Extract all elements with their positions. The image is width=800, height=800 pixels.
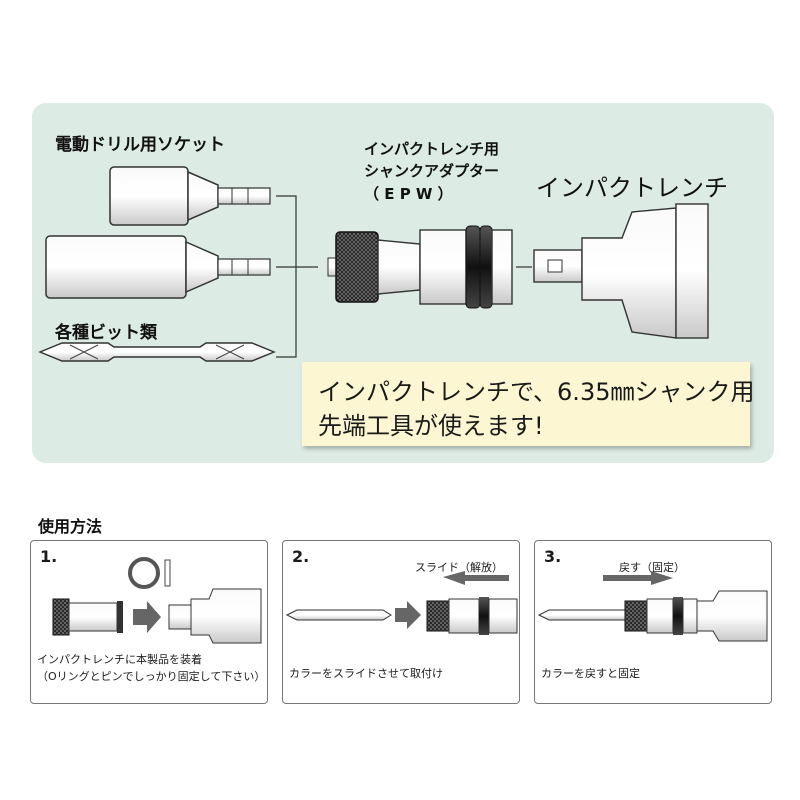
bit-icon (38, 342, 276, 362)
socket-icon (109, 166, 271, 226)
callout-line2: 先端工具が使えます! (318, 412, 544, 440)
adapter-icon (624, 597, 698, 635)
step-caption: インパクトレンチに本製品を装着 (37, 653, 202, 666)
connector-lines (276, 195, 532, 358)
usage-title: 使用方法 (38, 517, 103, 536)
step-2: 2. スライド（解放） カラーをスライドさせて取付け (282, 540, 520, 704)
step-1: 1. インパクトレンチに本製品を装着 （Oリングとピンでしっかり固定して下さい） (30, 540, 268, 704)
bits-label: 各種ビット類 (55, 323, 157, 343)
right-arrow-icon (395, 601, 421, 629)
adapter-icon (52, 598, 123, 636)
step-3: 3. 戻す（固定） カラーを戻すと固定 (534, 540, 772, 704)
bit-icon (537, 609, 634, 621)
adapter-label-line2: シャンクアダプター (364, 162, 500, 180)
pin-icon (164, 559, 171, 587)
impact-wrench-icon (168, 588, 262, 644)
callout-box: インパクトレンチで、6.35㎜シャンク用 先端工具が使えます! (302, 362, 754, 446)
step-number: 2. (292, 547, 310, 566)
bit-icon (285, 609, 392, 621)
step-number: 1. (40, 547, 58, 566)
left-arrow-icon (443, 571, 509, 585)
wrench-label: インパクトレンチ (536, 174, 728, 202)
right-arrow-icon (603, 571, 673, 585)
adapter-label-line3: （ E P W ） (364, 185, 453, 203)
impact-wrench-icon (533, 203, 709, 339)
right-arrow-icon (133, 601, 161, 633)
step-arrow-label: スライド（解放） (415, 561, 503, 574)
socket-icon (45, 235, 271, 299)
adapter-label-line1: インパクトレンチ用 (364, 140, 500, 158)
o-ring-icon (128, 557, 160, 589)
adapter-icon (327, 225, 513, 309)
adapter-icon (426, 597, 518, 635)
impact-wrench-icon (696, 590, 768, 642)
step-caption: （Oリングとピンでしっかり固定して下さい） (37, 670, 266, 683)
step-arrow-label: 戻す（固定） (619, 561, 685, 574)
socket-label: 電動ドリル用ソケット (55, 135, 225, 155)
callout-line1: インパクトレンチで、6.35㎜シャンク用 (318, 378, 755, 406)
step-caption: カラーを戻すと固定 (541, 667, 640, 680)
step-caption: カラーをスライドさせて取付け (289, 667, 443, 680)
step-number: 3. (544, 547, 562, 566)
